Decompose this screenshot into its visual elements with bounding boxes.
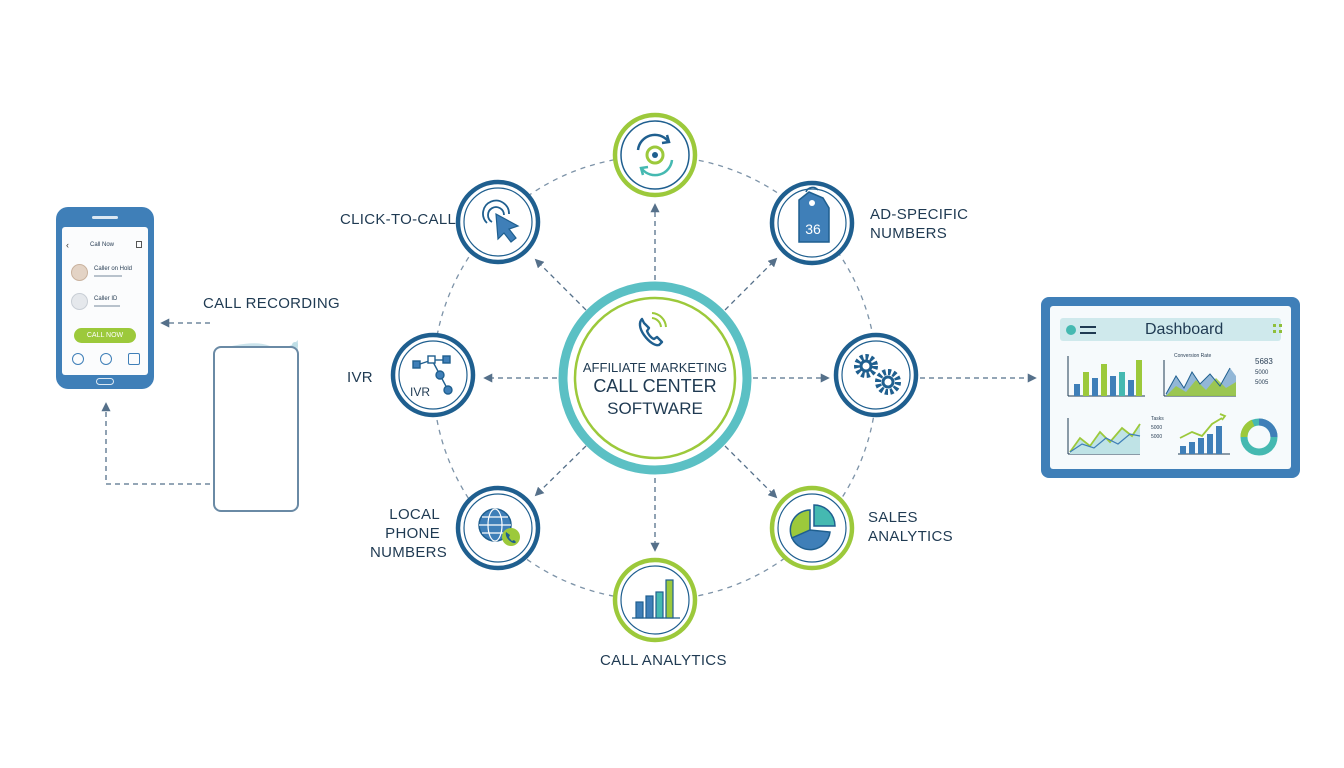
dashboard-bar-chart: [1067, 356, 1145, 397]
bar-chart-icon: [632, 579, 680, 619]
back-icon[interactable]: ‹: [66, 240, 69, 250]
phone-speaker: [92, 216, 118, 219]
avatar-2: [71, 293, 88, 310]
label-sales-analytics-line1: SALES: [868, 509, 918, 526]
node-top[interactable]: [612, 112, 698, 198]
price-tag-icon: 36: [798, 186, 830, 243]
dashboard-status-dot: [1066, 325, 1076, 335]
node-right[interactable]: [833, 332, 919, 418]
hamburger-icon[interactable]: [1080, 326, 1096, 334]
side-connectors: [101, 318, 1037, 485]
menu-icon[interactable]: [136, 241, 142, 248]
dashboard-screen: Dashboard: [1050, 306, 1291, 469]
globe-phone-icon: [478, 508, 520, 546]
label-call-analytics: CALL ANALYTICS: [600, 652, 727, 669]
node-call-analytics[interactable]: [612, 557, 698, 643]
dashboard-header: Dashboard: [1060, 318, 1283, 341]
node-sales-analytics[interactable]: [769, 485, 855, 571]
label-local-phone: LOCAL PHONE NUMBERS: [370, 505, 448, 562]
label-ivr: IVR: [347, 369, 373, 386]
recording-phone: [213, 346, 299, 512]
stat-value-5: 5000: [1151, 425, 1163, 431]
node-click-to-call[interactable]: [455, 179, 541, 265]
tag-number: 36: [805, 221, 821, 237]
center-title-line1: AFFILIATE MARKETING: [582, 360, 728, 375]
label-local-phone-line1: LOCAL: [389, 506, 440, 523]
label-local-phone-line2: PHONE: [385, 525, 440, 542]
avatar: [71, 264, 88, 281]
contact-2-detail: [94, 305, 120, 307]
dashboard-line-chart: [1067, 418, 1141, 455]
center-hub: [558, 281, 752, 475]
label-ad-specific: AD-SPECIFIC NUMBERS: [870, 205, 968, 243]
conversion-label: Conversion Rate: [1174, 353, 1212, 359]
label-ad-specific-line1: AD-SPECIFIC: [870, 206, 969, 223]
label-sales-analytics-line2: ANALYTICS: [868, 528, 953, 545]
sync-target-icon: [636, 133, 674, 177]
call-now-button[interactable]: CALL NOW: [74, 328, 136, 343]
stat-value-4: Tasks: [1151, 416, 1164, 422]
center-title-line2: CALL CENTER: [593, 376, 717, 396]
contact-1-name: Caller on Hold: [94, 266, 133, 272]
node-ad-specific[interactable]: 36: [769, 180, 855, 266]
dashboard-tablet: Dashboard: [1041, 297, 1300, 478]
gears-icon: [854, 354, 901, 395]
stat-value-2: 5000: [1255, 370, 1269, 376]
label-ad-specific-line2: NUMBERS: [870, 225, 948, 242]
pie-chart-icon: [789, 504, 836, 551]
cursor-click-icon: [482, 199, 520, 243]
home-button[interactable]: [96, 378, 114, 385]
node-local-phone[interactable]: [455, 485, 541, 571]
ivr-flow-icon: IVR: [410, 355, 453, 399]
stat-value-1: 5683: [1255, 357, 1273, 366]
center-phone-icon: [638, 312, 667, 347]
contact-2-name: Caller ID: [94, 296, 118, 302]
dashboard-charts: [1067, 356, 1278, 456]
dashboard-area-chart: [1163, 360, 1236, 397]
contact-1-detail: [94, 275, 122, 277]
dashboard-title: Dashboard: [1145, 321, 1224, 338]
stat-value-3: 5005: [1255, 380, 1269, 386]
spokes: [483, 203, 830, 552]
grid-icon[interactable]: [1273, 324, 1283, 334]
phone-tab-icon[interactable]: [72, 353, 84, 365]
smartphone: ‹ Call Now Caller on Hold Caller ID CALL…: [56, 207, 154, 389]
stat-value-6: 5000: [1151, 434, 1163, 440]
list-tab-icon[interactable]: [128, 353, 140, 365]
center-title-line3: SOFTWARE: [607, 399, 703, 418]
ivr-icon-text: IVR: [410, 385, 430, 399]
dashboard-donut-chart: [1240, 418, 1278, 456]
label-click-to-call: CLICK-TO-CALL: [340, 211, 457, 228]
node-ivr[interactable]: IVR: [390, 332, 476, 418]
dashboard-trend-chart: [1178, 413, 1230, 455]
phone-screen: ‹ Call Now Caller on Hold Caller ID CALL…: [62, 227, 148, 375]
phone-app-title: Call Now: [90, 242, 115, 248]
label-sales-analytics: SALES ANALYTICS: [868, 508, 953, 546]
clock-tab-icon[interactable]: [100, 353, 112, 365]
label-local-phone-line3: NUMBERS: [370, 544, 448, 561]
label-call-recording: CALL RECORDING: [203, 295, 341, 312]
